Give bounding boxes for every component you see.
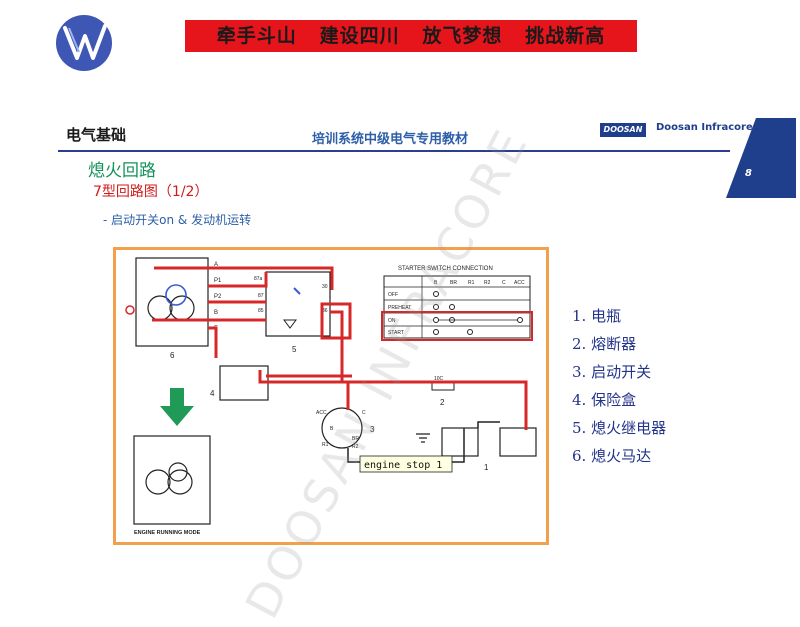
component-legend: 1. 电瓶 2. 熔断器 3. 启动开关 4. 保险盒 5. 熄火继电器 6. … [572, 305, 666, 473]
running-mode-label: ENGINE RUNNING MODE [134, 530, 201, 536]
engine-stop-tooltip: engine stop 1 [359, 455, 453, 473]
component-number-3: 3 [370, 425, 375, 434]
starter-switch-component: ACC C B BR R1 R2 3 [316, 407, 375, 450]
relay-pin-30: 30 [322, 284, 328, 290]
relay-pin-87a: 87a [254, 276, 263, 282]
legend-item: 2. 熔断器 [572, 335, 637, 353]
section-label: 电气基础 [66, 126, 127, 144]
table-row-preheat: PREHEAT [388, 305, 411, 311]
table-row-start: START [388, 330, 404, 336]
switch-pin-r1: R1 [322, 442, 329, 448]
component-number-4: 4 [210, 389, 215, 398]
terminal-label-p2: P2 [214, 294, 222, 300]
component-number-6: 6 [170, 351, 175, 360]
page-tab-shape [726, 118, 796, 198]
slogan-banner: 牵手斗山 建设四川 放飞梦想 挑战新高 [185, 20, 637, 52]
table-col-c: C [502, 280, 506, 286]
table-row-off: OFF [388, 292, 398, 298]
terminal-label-p1: P1 [214, 278, 222, 284]
fuse-label: 10C [434, 376, 444, 382]
circuit-diagram: 6 A P1 P2 B E 87a 87 85 30 86 5 4 10C 2 … [125, 257, 537, 536]
course-title: 培训系统中级电气专用教材 [312, 132, 469, 147]
table-col-r1: R1 [468, 280, 475, 286]
table-col-acc: ACC [514, 280, 525, 286]
relay-pin-87: 87 [258, 293, 264, 299]
switch-pin-c: C [362, 410, 366, 416]
relay-pin-85: 85 [258, 308, 264, 314]
company-logo-icon [56, 15, 112, 71]
battery-component: 1 [416, 427, 537, 472]
component-number-1: 1 [484, 463, 489, 472]
wiring-red [152, 266, 528, 430]
starter-switch-table: STARTER SWITCH CONNECTION B BR R1 R2 C A… [381, 266, 533, 341]
table-title: STARTER SWITCH CONNECTION [398, 266, 493, 272]
table-col-b: B [434, 280, 438, 286]
legend-item: 4. 保险盒 [572, 391, 637, 409]
legend-item: 5. 熄火继电器 [572, 419, 667, 437]
legend-item: 1. 电瓶 [572, 307, 622, 325]
component-number-5: 5 [292, 345, 297, 354]
down-arrow-icon [160, 388, 194, 426]
legend-item: 3. 启动开关 [572, 363, 652, 381]
tooltip-text: engine stop 1 [364, 460, 442, 471]
switch-pin-acc: ACC [316, 410, 327, 416]
relay-pin-86: 86 [322, 308, 328, 314]
header-divider [58, 150, 730, 152]
terminal-label-a: A [214, 262, 218, 268]
running-mode-motor: ENGINE RUNNING MODE [133, 435, 211, 536]
table-row-on: ON [388, 318, 396, 324]
diagram-frame [113, 247, 549, 545]
page-number: 8 [745, 168, 752, 179]
legend-item: 6. 熄火马达 [572, 447, 652, 465]
brand-name: Doosan Infracore [656, 122, 753, 133]
component-number-2: 2 [440, 398, 445, 407]
terminal-label-b: B [214, 310, 218, 316]
slide-subtitle: 7型回路图（1/2） [93, 184, 209, 200]
shutoff-motor-component: 6 [125, 257, 209, 360]
diagram-caption: - 启动开关on & 发动机运转 [103, 213, 252, 227]
table-col-br: BR [450, 280, 457, 286]
switch-pin-br: BR [352, 436, 359, 442]
brand-badge: DOOSAN [600, 123, 646, 137]
table-col-r2: R2 [484, 280, 491, 286]
switch-pin-b: B [330, 426, 334, 432]
switch-pin-r2: R2 [352, 444, 359, 450]
slide-title: 熄火回路 [88, 161, 156, 181]
